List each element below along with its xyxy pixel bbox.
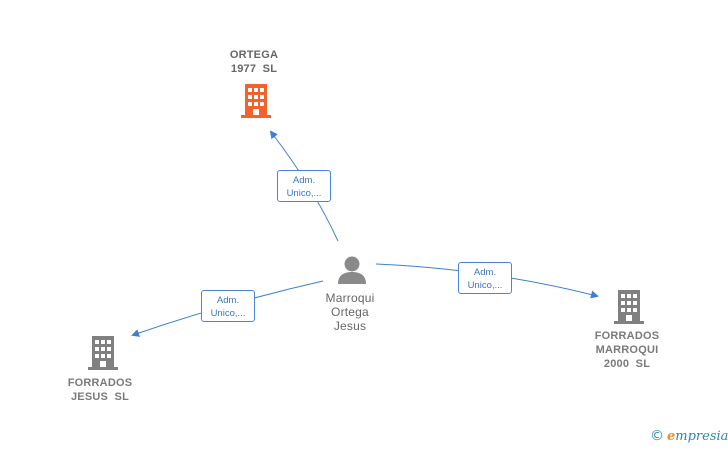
node-label-person[interactable]: Marroqui Ortega Jesus <box>325 291 375 333</box>
edge-label-to-ortega[interactable]: Adm. Unico,... <box>277 170 331 202</box>
edge-label-to-forrados-jesus[interactable]: Adm. Unico,... <box>201 290 255 322</box>
building-icon[interactable] <box>87 335 119 371</box>
building-icon[interactable] <box>240 83 272 119</box>
copyright-symbol: © <box>650 428 664 444</box>
building-icon[interactable] <box>613 289 645 325</box>
node-label-forrados-jesus[interactable]: FORRADOS JESUS SL <box>67 377 133 403</box>
brand-logo: ©empresia <box>650 428 728 448</box>
edge-label-to-forrados-marroqui[interactable]: Adm. Unico,... <box>458 262 512 294</box>
node-label-ortega[interactable]: ORTEGA 1977 SL <box>229 49 279 75</box>
node-label-forrados-marroqui[interactable]: FORRADOS MARROQUI 2000 SL <box>594 330 660 370</box>
brand-name: mpresia <box>675 429 728 444</box>
person-icon[interactable] <box>336 255 368 285</box>
brand-initial: e <box>667 429 676 444</box>
